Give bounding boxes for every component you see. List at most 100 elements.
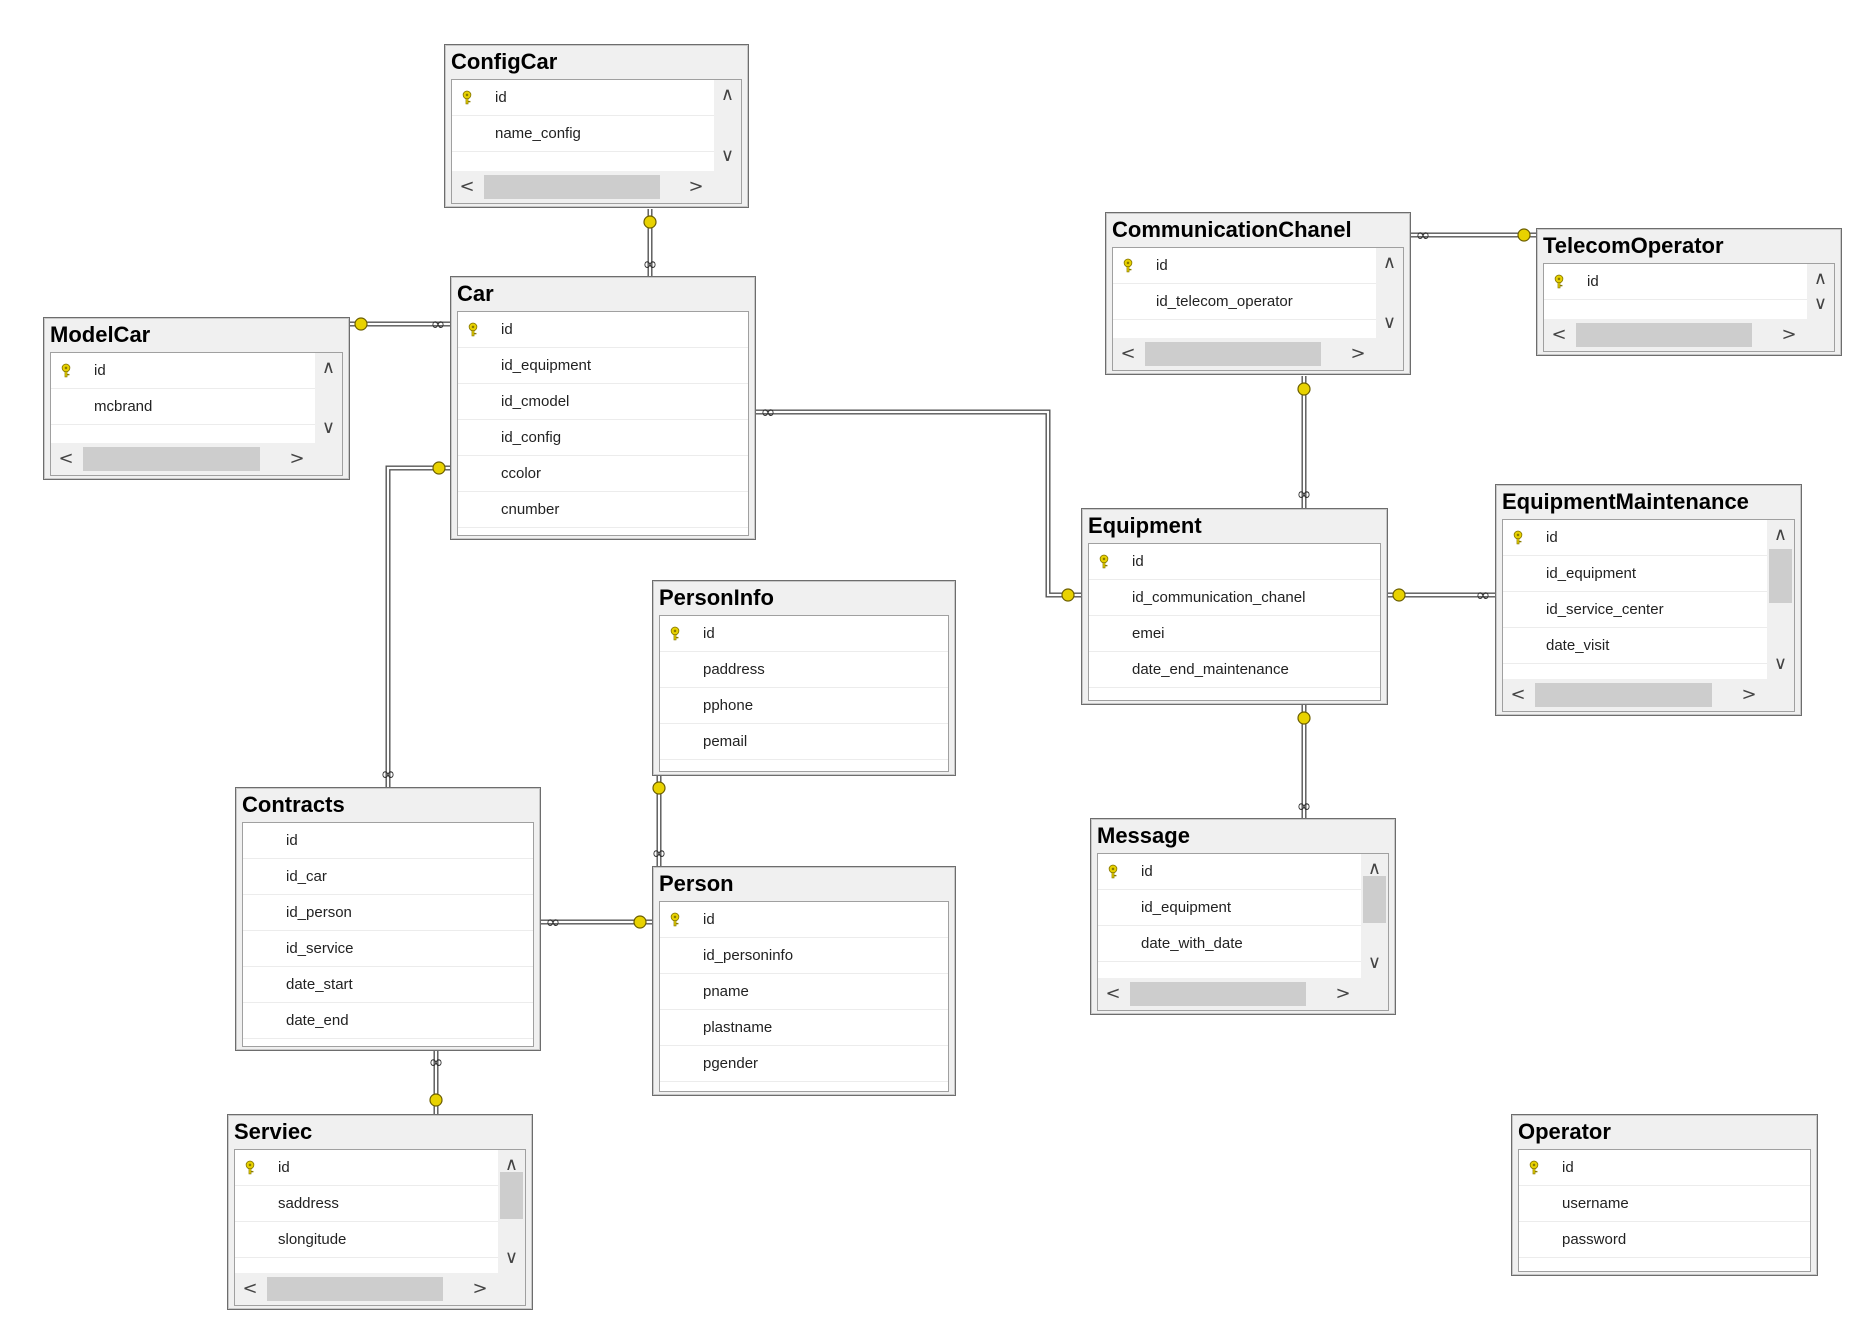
scroll-up-icon[interactable]: ∧ <box>321 357 336 378</box>
scroll-up-icon[interactable]: ∧ <box>1367 858 1382 879</box>
table-title[interactable]: ModelCar <box>50 322 151 347</box>
column-row[interactable]: pphone <box>660 688 948 724</box>
column-row[interactable]: id_communication_chanel <box>1089 580 1380 616</box>
column-row[interactable]: id <box>51 353 315 389</box>
column-row[interactable]: mcbrand <box>51 389 315 425</box>
scroll-up-icon[interactable]: ∧ <box>1382 252 1397 273</box>
column-row[interactable]: date_end_maintenance <box>1089 652 1380 688</box>
relationship-line[interactable]: ∞ <box>1388 585 1495 606</box>
column-row[interactable]: name_config <box>452 116 714 152</box>
column-row[interactable]: id <box>1089 544 1380 580</box>
vertical-scrollbar[interactable]: ∧∨ <box>315 353 342 443</box>
column-row[interactable]: ccolor <box>458 456 748 492</box>
vertical-scrollbar[interactable]: ∧∨ <box>714 80 741 171</box>
horizontal-scrollbar[interactable]: <> <box>1098 978 1388 1010</box>
horizontal-scroll-thumb[interactable] <box>1576 323 1752 347</box>
column-row[interactable]: id <box>660 902 948 938</box>
column-row[interactable]: id <box>458 312 748 348</box>
scroll-up-icon[interactable]: ∧ <box>504 1154 519 1175</box>
column-row[interactable]: pemail <box>660 724 948 760</box>
column-row[interactable]: slongitude <box>235 1222 498 1258</box>
table-title[interactable]: Contracts <box>242 792 345 817</box>
scroll-down-icon[interactable]: ∨ <box>321 417 336 438</box>
horizontal-scroll-thumb[interactable] <box>1145 342 1321 366</box>
column-row[interactable]: id <box>1519 1150 1810 1186</box>
scroll-right-icon[interactable]: > <box>1781 324 1797 345</box>
scroll-up-icon[interactable]: ∧ <box>1773 524 1788 545</box>
table-title[interactable]: CommunicationChanel <box>1112 217 1352 242</box>
scroll-right-icon[interactable]: > <box>1335 983 1351 1004</box>
scroll-left-icon[interactable]: < <box>1105 983 1121 1004</box>
relationship-line[interactable]: ∞ <box>1297 376 1312 508</box>
table-title[interactable]: Person <box>659 871 734 896</box>
column-row[interactable]: paddress <box>660 652 948 688</box>
scroll-right-icon[interactable]: > <box>688 176 704 197</box>
column-row[interactable]: id_telecom_operator <box>1113 284 1376 320</box>
table-title[interactable]: Operator <box>1518 1119 1611 1144</box>
vertical-scrollbar[interactable]: ∧∨ <box>498 1150 525 1273</box>
column-row[interactable]: id_equipment <box>458 348 748 384</box>
horizontal-scrollbar[interactable]: <> <box>1113 338 1403 370</box>
scroll-down-icon[interactable]: ∨ <box>1367 952 1382 973</box>
horizontal-scrollbar[interactable]: <> <box>1544 319 1834 351</box>
table-title[interactable]: Serviec <box>234 1119 313 1144</box>
scroll-right-icon[interactable]: > <box>1350 343 1366 364</box>
column-row[interactable]: id <box>1503 520 1767 556</box>
column-row[interactable]: id_car <box>243 859 533 895</box>
column-row[interactable]: id_personinfo <box>660 938 948 974</box>
column-row[interactable]: emei <box>1089 616 1380 652</box>
vertical-scroll-thumb[interactable] <box>1769 549 1792 603</box>
table-title[interactable]: Message <box>1097 823 1190 848</box>
column-row[interactable]: date_end <box>243 1003 533 1039</box>
scroll-left-icon[interactable]: < <box>242 1278 258 1299</box>
column-row[interactable]: pname <box>660 974 948 1010</box>
column-row[interactable]: id <box>452 80 714 116</box>
column-row[interactable]: id <box>1544 264 1807 300</box>
table-title[interactable]: TelecomOperator <box>1543 233 1724 258</box>
column-row[interactable] <box>1544 300 1807 319</box>
column-row[interactable]: id <box>1098 854 1361 890</box>
relationship-line[interactable]: ∞ <box>429 1051 444 1114</box>
column-row[interactable]: id_service <box>243 931 533 967</box>
scroll-up-icon[interactable]: ∧ <box>720 84 735 105</box>
horizontal-scroll-thumb[interactable] <box>1130 982 1306 1006</box>
scroll-down-icon[interactable]: ∨ <box>1382 312 1397 333</box>
relationship-line[interactable]: ∞ <box>1411 225 1536 246</box>
column-row[interactable]: id_equipment <box>1503 556 1767 592</box>
column-row[interactable]: password <box>1519 1222 1810 1258</box>
column-row[interactable]: cnumber <box>458 492 748 528</box>
column-row[interactable]: id_person <box>243 895 533 931</box>
relationship-line[interactable]: ∞ <box>350 314 450 335</box>
table-title[interactable]: ConfigCar <box>451 49 558 74</box>
column-row[interactable]: id_config <box>458 420 748 456</box>
horizontal-scroll-thumb[interactable] <box>267 1277 443 1301</box>
vertical-scrollbar[interactable]: ∧∨ <box>1361 854 1388 978</box>
scroll-right-icon[interactable]: > <box>289 448 305 469</box>
vertical-scroll-thumb[interactable] <box>500 1172 523 1219</box>
column-row[interactable]: date_with_date <box>1098 926 1361 962</box>
relationship-line[interactable]: ∞ <box>541 912 652 933</box>
vertical-scrollbar[interactable]: ∧∨ <box>1807 264 1834 319</box>
column-row[interactable]: id <box>243 823 533 859</box>
horizontal-scrollbar[interactable]: <> <box>235 1273 525 1305</box>
column-row[interactable]: plastname <box>660 1010 948 1046</box>
scroll-down-icon[interactable]: ∨ <box>720 145 735 166</box>
table-title[interactable]: EquipmentMaintenance <box>1502 489 1749 514</box>
vertical-scrollbar[interactable]: ∧∨ <box>1767 520 1794 679</box>
relationship-line[interactable]: ∞ <box>1297 704 1312 818</box>
table-title[interactable]: Car <box>457 281 494 306</box>
column-row[interactable]: username <box>1519 1186 1810 1222</box>
column-row[interactable] <box>452 152 714 171</box>
scroll-left-icon[interactable]: < <box>1120 343 1136 364</box>
column-row[interactable]: date_visit <box>1503 628 1767 664</box>
